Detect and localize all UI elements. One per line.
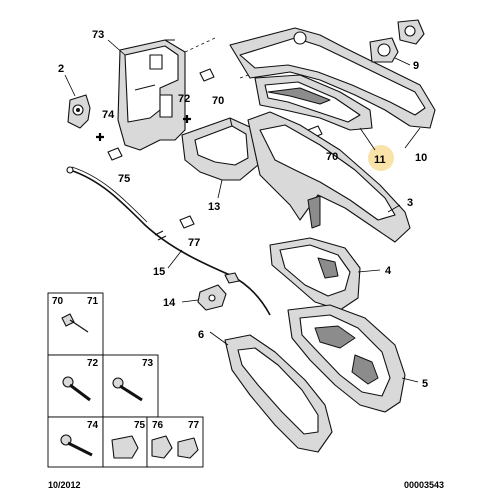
callout-75: 75 — [118, 173, 130, 185]
grid-label-76: 76 — [152, 420, 164, 431]
grid-cell-73 — [102, 354, 159, 418]
part-5-inner-handle[interactable] — [287, 304, 406, 413]
grid-label-70: 70 — [52, 296, 64, 307]
callout-15: 15 — [153, 266, 165, 278]
callout-10: 10 — [415, 152, 427, 164]
callout-74: 74 — [102, 109, 115, 121]
callout-13: 13 — [208, 201, 220, 213]
callout-70-upper: 70 — [212, 95, 224, 107]
callout-9: 9 — [413, 60, 419, 72]
part-13-shield[interactable] — [181, 117, 259, 181]
grid-cell-74 — [47, 416, 104, 468]
part-2-bracket[interactable] — [67, 94, 91, 129]
part-73-lock-motor[interactable] — [117, 39, 186, 151]
clip-75-icon — [111, 435, 139, 459]
fastener-marker-75 — [107, 147, 123, 161]
grid-label-72: 72 — [87, 358, 99, 369]
callout-5: 5 — [422, 378, 428, 390]
grid-label-74: 74 — [87, 420, 99, 431]
callout-73: 73 — [92, 29, 104, 41]
callout-2: 2 — [58, 63, 64, 75]
callout-72: 72 — [178, 93, 190, 105]
part-9-escutcheon[interactable] — [369, 19, 425, 63]
callout-70-lower: 70 — [326, 151, 338, 163]
callout-77: 77 — [188, 237, 200, 249]
grid-label-77: 77 — [188, 420, 200, 431]
clip-76-icon — [151, 435, 173, 459]
grid-label-75: 75 — [134, 420, 146, 431]
grid-label-71: 71 — [87, 296, 99, 307]
cross-marker-74 — [96, 133, 104, 141]
clip-77-icon — [177, 437, 199, 459]
grid-label-73: 73 — [142, 358, 154, 369]
part-3-lock-mechanism[interactable] — [247, 111, 411, 243]
part-4-inner-housing[interactable] — [269, 237, 361, 311]
part-11-handle-frame[interactable] — [254, 74, 373, 131]
fastener-marker-70a — [199, 68, 215, 82]
highlight-11 — [368, 145, 394, 171]
screw-72-icon — [62, 376, 91, 402]
part-6-trim-bezel[interactable] — [224, 334, 333, 453]
callout-11: 11 — [374, 154, 386, 166]
screw-74-icon — [60, 434, 93, 457]
cross-marker-72 — [183, 115, 191, 123]
footer-date: 10/2012 — [48, 480, 81, 490]
grid-cell-72 — [47, 354, 104, 418]
footer-reference: 00003543 — [404, 480, 444, 490]
screw-73-icon — [112, 377, 143, 402]
rivet-icon — [61, 313, 89, 333]
callout-6: 6 — [198, 329, 204, 341]
fastener-marker-77 — [179, 215, 195, 229]
callout-4: 4 — [385, 265, 392, 277]
callout-14: 14 — [163, 297, 176, 309]
callout-3: 3 — [407, 197, 413, 209]
fastener-grid: 70 71 72 73 74 75 76 77 — [47, 292, 204, 468]
callout-labels: 73 2 74 75 72 70 70 13 77 15 14 6 9 10 1… — [58, 29, 428, 390]
part-15-cable[interactable] — [66, 166, 271, 316]
part-10-outer-handle[interactable] — [229, 27, 436, 129]
part-14-cable-clip[interactable] — [197, 284, 227, 311]
